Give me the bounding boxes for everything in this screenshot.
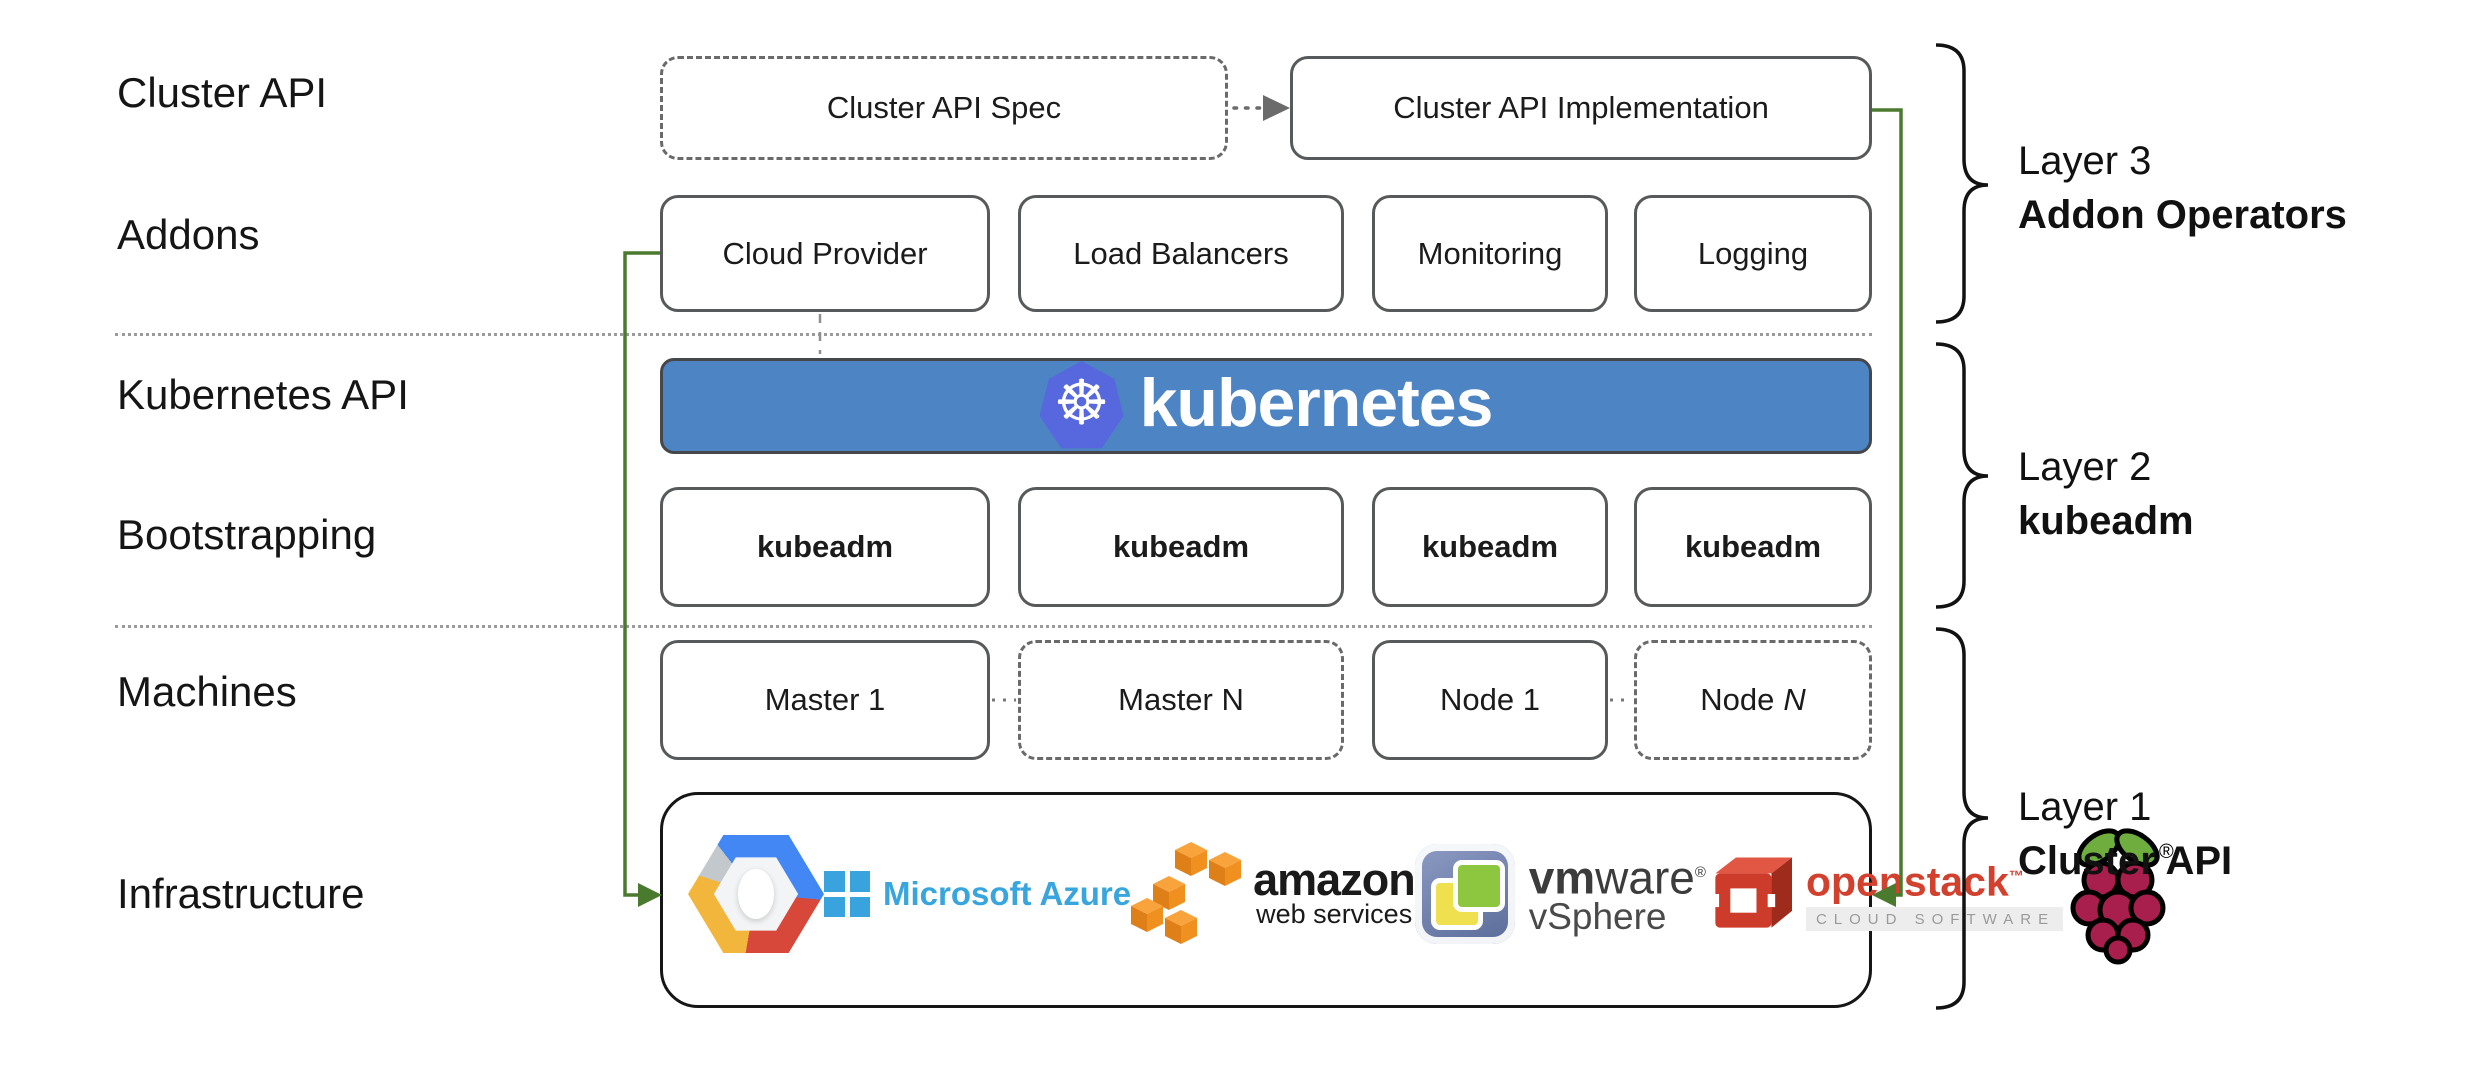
layer-2-label: Layer 2 kubeadm bbox=[2018, 445, 2194, 543]
impl-to-infra-green-line bbox=[1872, 108, 1903, 897]
openstack-logo: openstack™ CLOUD SOFTWARE bbox=[1706, 851, 2064, 937]
cluster-api-spec-label: Cluster API Spec bbox=[826, 90, 1062, 125]
raspberry-pi-icon: ® bbox=[2070, 828, 2174, 965]
kubeadm-box-1: kubeadm bbox=[660, 487, 990, 607]
kubernetes-wheel-icon: ☸ bbox=[1053, 369, 1110, 438]
kubeadm-label: kubeadm bbox=[756, 529, 894, 564]
layer-1-brace bbox=[1935, 627, 1989, 1010]
machine-box-master-n: Master N bbox=[1018, 640, 1344, 760]
kubeadm-box-4: kubeadm bbox=[1634, 487, 1872, 607]
kubernetes-logo-icon: ☸ bbox=[1039, 361, 1124, 449]
row-label-bootstrapping: Bootstrapping bbox=[117, 511, 377, 558]
azure-wordmark: Microsoft Azure bbox=[883, 875, 1132, 912]
aws-wordmark: amazon web services bbox=[1253, 854, 1416, 929]
kubeadm-label: kubeadm bbox=[1421, 529, 1559, 564]
machine-box-node-n: Node N bbox=[1634, 640, 1872, 760]
cluster-api-implementation-box: Cluster API Implementation bbox=[1290, 56, 1872, 160]
cloud-provider-to-infra-arrowhead bbox=[638, 883, 662, 907]
layer-1-label: Layer 1 Cluster API bbox=[2018, 785, 2233, 883]
row-label-addons: Addons bbox=[117, 211, 260, 258]
row-label-kubernetes-api: Kubernetes API bbox=[117, 371, 409, 418]
machine-box-node-1: Node 1 bbox=[1372, 640, 1608, 760]
addon-box-load-balancers: Load Balancers bbox=[1018, 195, 1344, 312]
spec-to-impl-arrowhead bbox=[1263, 95, 1290, 121]
row-label-infrastructure: Infrastructure bbox=[117, 870, 365, 917]
row-label-cluster-api: Cluster API bbox=[117, 69, 328, 116]
machine-label: Master 1 bbox=[764, 682, 886, 717]
raspberry-pi-logo: ® bbox=[2063, 820, 2175, 968]
divider-layer2-layer1 bbox=[115, 625, 1872, 628]
machine-label: Node bbox=[1700, 682, 1775, 717]
vsphere-icon bbox=[1414, 844, 1515, 944]
aws-cubes-icon bbox=[1131, 842, 1242, 944]
cluster-api-spec-box: Cluster API Spec bbox=[660, 56, 1228, 160]
kubernetes-banner-label: kubernetes bbox=[1139, 365, 1494, 441]
addon-label: Monitoring bbox=[1417, 235, 1563, 271]
machine-box-master-1: Master 1 bbox=[660, 640, 990, 760]
machine-label-n: N bbox=[1783, 682, 1806, 717]
divider-layer3-layer2 bbox=[115, 333, 1872, 336]
kubeadm-label: kubeadm bbox=[1112, 529, 1250, 564]
addon-box-cloud-provider: Cloud Provider bbox=[660, 195, 990, 312]
google-cloud-logo bbox=[688, 835, 824, 953]
kubernetes-banner: ☸ kubernetes bbox=[660, 358, 1872, 454]
addon-label: Load Balancers bbox=[1073, 235, 1289, 271]
microsoft-azure-logo: Microsoft Azure bbox=[824, 871, 1131, 917]
rpi-registered-mark: ® bbox=[2159, 841, 2174, 863]
layer-3-brace bbox=[1935, 43, 1989, 324]
layer-2-brace bbox=[1935, 342, 1989, 609]
cloud-provider-to-infra-green-line bbox=[623, 251, 660, 897]
aws-logo: amazon web services bbox=[1131, 842, 1416, 946]
kubeadm-box-3: kubeadm bbox=[1372, 487, 1608, 607]
machine-label: Master N bbox=[1118, 682, 1244, 717]
addon-label: Cloud Provider bbox=[722, 235, 928, 271]
kubeadm-box-2: kubeadm bbox=[1018, 487, 1344, 607]
microsoft-window-icon bbox=[824, 871, 870, 917]
layer-3-label: Layer 3 Addon Operators bbox=[2018, 139, 2347, 237]
infrastructure-logo-row: Microsoft Azure bbox=[688, 798, 2174, 990]
vmware-wordmark: vmware® vSphere bbox=[1528, 851, 1706, 938]
machine-label: Node 1 bbox=[1440, 682, 1540, 717]
kubeadm-label: kubeadm bbox=[1684, 529, 1822, 564]
openstack-cube-icon bbox=[1711, 857, 1792, 928]
row-label-machines: Machines bbox=[117, 668, 297, 715]
addon-box-logging: Logging bbox=[1634, 195, 1872, 312]
addon-box-monitoring: Monitoring bbox=[1372, 195, 1608, 312]
addon-label: Logging bbox=[1697, 235, 1809, 271]
vmware-vsphere-logo: vmware® vSphere bbox=[1414, 844, 1706, 944]
cluster-api-implementation-label: Cluster API Implementation bbox=[1393, 90, 1769, 125]
